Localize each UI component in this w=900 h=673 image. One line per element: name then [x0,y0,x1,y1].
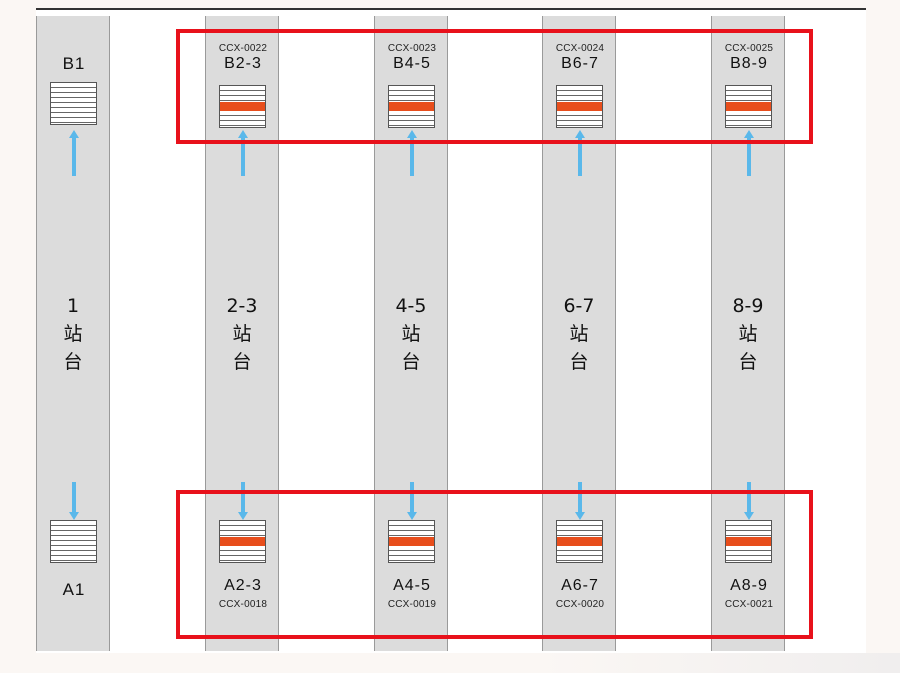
platform-name: 6-7 站 台 [563,295,595,373]
gate-code-bottom: CCX-0021 [724,599,774,610]
arrow-down-icon [238,482,248,520]
gate-label-top: B4-5 [393,55,431,72]
platform-name: 1 站 台 [63,295,83,373]
arrow-down-icon [407,482,417,520]
gate-code-bottom: CCX-0019 [387,599,437,610]
platform-name: 8-9 站 台 [732,295,764,373]
gate-code-top: CCX-0025 [724,43,774,54]
arrow-up-icon [575,130,585,176]
gate-code-bottom: CCX-0018 [218,599,268,610]
arrow-down-icon [69,482,79,520]
platform-name: 4-5 站 台 [395,295,427,373]
gate-label-top: B2-3 [224,55,262,72]
gate-code-bottom: CCX-0020 [555,599,605,610]
gate-code-top: CCX-0024 [555,43,605,54]
gate-label-bottom: A6-7 [561,577,599,594]
gate-icon [50,82,97,125]
gate-icon [219,520,266,563]
platform-6-7: CCX-0024 B6-7 6-7 站 台 A6-7 CCX-0020 [542,16,616,651]
arrow-down-icon [744,482,754,520]
gate-label-bottom: A2-3 [224,577,262,594]
arrow-down-icon [575,482,585,520]
gate-label-bottom: A1 [62,580,86,599]
gate-icon [388,520,435,563]
highlight-box-bottom [176,490,813,639]
gate-label-top: B6-7 [561,55,599,72]
gate-icon [556,85,603,128]
gate-icon [556,520,603,563]
platform-8-9: CCX-0025 B8-9 8-9 站 台 A8-9 CCX-0021 [711,16,785,651]
gate-icon [725,85,772,128]
gate-icon [219,85,266,128]
gate-icon [388,85,435,128]
arrow-up-icon [69,130,79,176]
arrow-up-icon [407,130,417,176]
platform-2-3: CCX-0022 B2-3 2-3 站 台 A2-3 CCX-0018 [205,16,279,651]
gate-label-bottom: A8-9 [730,577,768,594]
arrow-up-icon [744,130,754,176]
platform-name: 2-3 站 台 [226,295,258,373]
gate-label-bottom: A4-5 [393,577,431,594]
gate-code-top: CCX-0023 [387,43,437,54]
gate-icon [725,520,772,563]
gate-code-top: CCX-0022 [218,43,268,54]
gate-icon [50,520,97,563]
highlight-box-top [176,29,813,144]
bottom-fade [0,653,900,673]
arrow-up-icon [238,130,248,176]
gate-label-top: B8-9 [730,55,768,72]
platform-1: B1 1 站 台 A1 [36,16,110,651]
platform-4-5: CCX-0023 B4-5 4-5 站 台 A4-5 CCX-0019 [374,16,448,651]
gate-label-top: B1 [62,54,86,73]
